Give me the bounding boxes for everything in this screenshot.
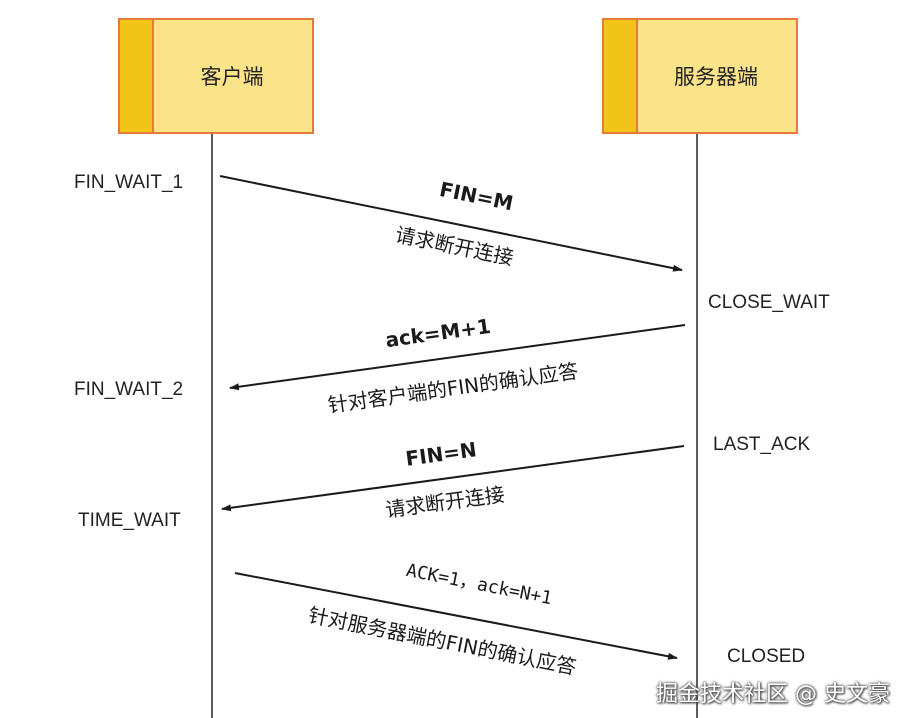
server-box-strip <box>604 20 638 132</box>
client-state-fin-wait-2: FIN_WAIT_2 <box>74 379 184 400</box>
message-4-arrow <box>234 572 678 660</box>
message-1-top-label: FIN=M <box>437 177 515 215</box>
message-2-arrow <box>229 324 686 391</box>
client-label: 客户端 <box>200 65 264 89</box>
message-4-bottom-label: 针对服务器端的FIN的确认应答 <box>306 603 578 679</box>
client-box: 客户端 <box>118 18 314 134</box>
message-3-bottom-label: 请求断开连接 <box>384 482 506 522</box>
message-3-arrow <box>221 445 685 512</box>
client-box-strip <box>120 20 154 132</box>
client-state-fin-wait-1: FIN_WAIT_1 <box>74 172 184 193</box>
server-state-closed: CLOSED <box>727 646 806 667</box>
message-1-bottom-label: 请求断开连接 <box>393 222 515 269</box>
server-label: 服务器端 <box>674 65 758 89</box>
message-4-top-label: ACK=1，ack=N+1 <box>404 560 553 609</box>
message-2-bottom-label: 针对客户端的FIN的确认应答 <box>326 359 579 417</box>
message-2-top-label: ack=M+1 <box>384 314 492 352</box>
watermark-text: 掘金技术社区 @ 史文豪 <box>656 682 890 707</box>
server-state-last-ack: LAST_ACK <box>713 434 811 455</box>
server-state-close-wait: CLOSE_WAIT <box>708 292 830 313</box>
message-1-arrow <box>219 175 683 272</box>
message-3-top-label: FIN=N <box>404 437 478 470</box>
server-box: 服务器端 <box>602 18 798 134</box>
client-state-time-wait: TIME_WAIT <box>78 510 181 531</box>
